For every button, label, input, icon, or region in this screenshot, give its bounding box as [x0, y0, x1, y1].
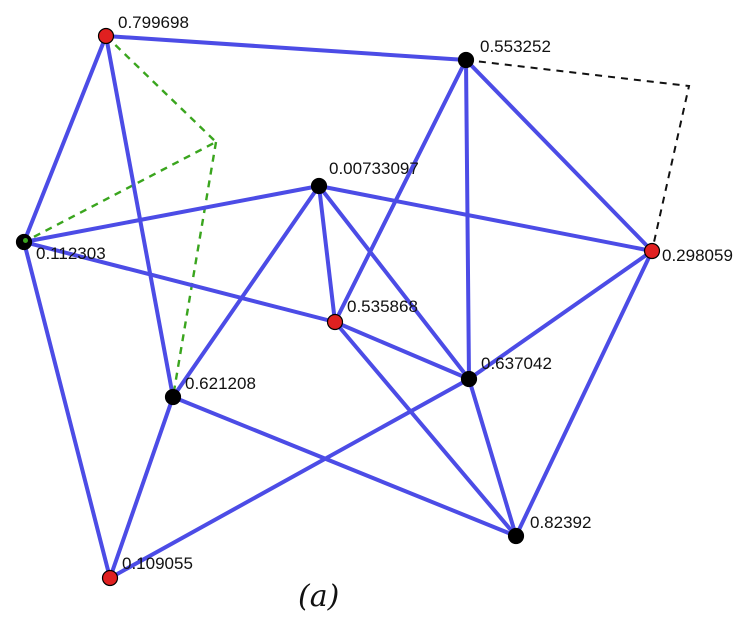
node-label-n7: 0.621208: [185, 374, 256, 393]
node-label-n5: 0.535868: [347, 297, 418, 316]
edge-n1-n5: [333, 58, 468, 324]
node-label-n1: 0.553252: [480, 37, 551, 56]
edge-n5-n8: [333, 320, 518, 538]
node-label-n2: 0.00733097: [329, 159, 419, 178]
edge-n0-n1: [104, 34, 468, 62]
edge-n4-n8: [514, 249, 654, 538]
node-label-n4: 0.298059: [662, 246, 733, 265]
node-n5: [326, 313, 344, 331]
edge-n0-n7: [104, 34, 175, 399]
labels-layer: 0.799698 0.553252 0.00733097 0.112303 0.2980…: [36, 13, 733, 573]
node-label-n3: 0.112303: [36, 244, 106, 263]
edge-n0-n3: [22, 34, 108, 244]
node-n6: [460, 370, 478, 388]
edge-n6-n9: [108, 377, 471, 580]
edge-n1-n6: [464, 58, 471, 381]
node-label-n0: 0.799698: [118, 13, 189, 32]
node-n3-green-marker: [23, 238, 28, 243]
edge-n2-n3: [22, 184, 321, 244]
edge-n2-n7: [171, 184, 321, 399]
node-label-n6: 0.637042: [481, 354, 552, 373]
figure-caption: (a): [298, 579, 339, 614]
node-n4: [643, 242, 661, 260]
node-label-n9: 0.109055: [122, 554, 193, 573]
dashed-path-black: [465, 59, 691, 252]
node-n7: [164, 388, 182, 406]
edge-n2-n6: [317, 184, 471, 381]
node-n9: [101, 569, 119, 587]
edge-n4-n6: [467, 249, 654, 381]
edge-n3-n9: [22, 240, 112, 580]
edge-n7-n8: [171, 395, 518, 538]
edge-n2-n4: [317, 184, 654, 253]
edges-layer: [22, 34, 654, 580]
dashed-path-green-branch: [171, 141, 218, 398]
node-n2: [310, 177, 328, 195]
nodes-layer: [15, 27, 661, 587]
node-n1: [457, 51, 475, 69]
dashed-edges-layer: [23, 35, 691, 398]
node-label-n8: 0.82392: [530, 513, 591, 532]
edge-n7-n9: [108, 395, 175, 580]
edge-n2-n5: [317, 184, 337, 324]
edge-n5-n6: [333, 320, 471, 381]
edge-n1-n4: [464, 58, 654, 253]
edge-n3-n5: [22, 240, 337, 324]
node-n8: [507, 527, 525, 545]
edge-n6-n8: [467, 377, 518, 538]
node-n0: [97, 27, 115, 45]
